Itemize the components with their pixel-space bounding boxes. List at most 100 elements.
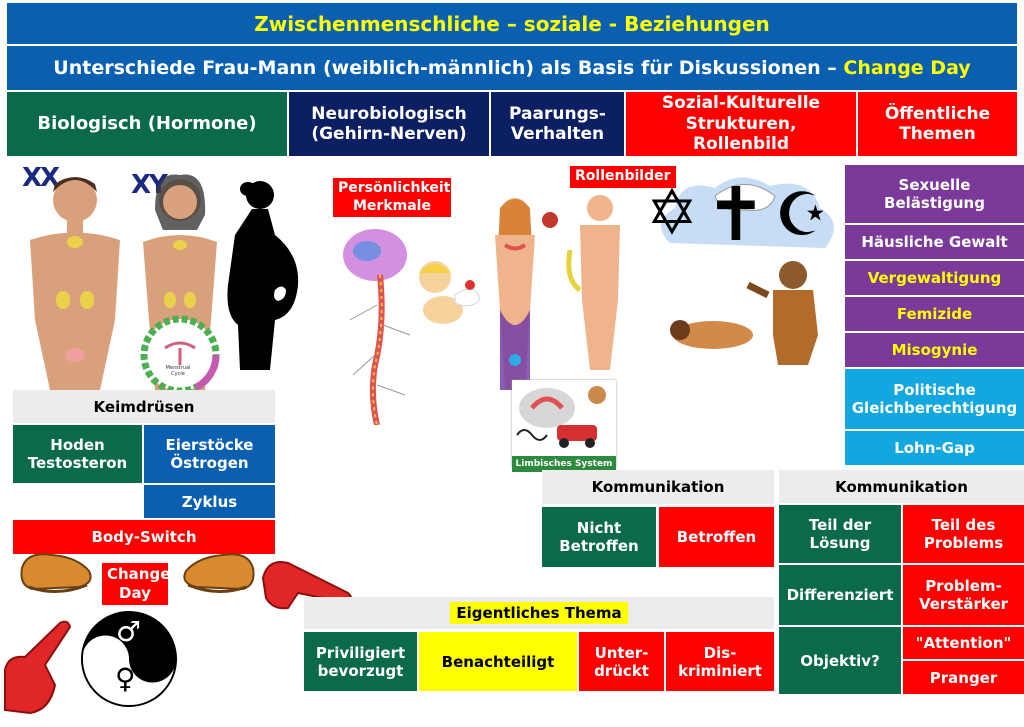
menstrual-cycle-label: Menstrual Cycle [165, 365, 191, 377]
problem-verstaerker-box: Problem-Verstärker [903, 565, 1024, 625]
public-topic-label: Vergewaltigung [867, 269, 1002, 287]
attention-box: "Attention" [903, 627, 1024, 659]
pregnant-silhouette-icon [227, 181, 299, 370]
nicht-betroffen-text: Nicht Betroffen [559, 519, 639, 555]
teil-der-loesung-box: Teil der Lösung [779, 505, 901, 563]
column-neurobiologisch-label: Neurobiologisch (Gehirn-Nerven) [311, 103, 467, 144]
change-day-label: Change Day [102, 563, 170, 605]
teil-der-loesung-text: Teil der Lösung [808, 516, 872, 552]
keimdruesen-header: Keimdrüsen [13, 390, 275, 423]
eigentliches-thema-header-text: Eigentliches Thema [450, 602, 628, 624]
limbic-system-illustration [516, 386, 606, 448]
subtitle-change-day: Change Day [843, 56, 971, 79]
column-sozial-kulturell-label: Sozial-Kulturelle Strukturen, Rollenbild [661, 93, 821, 155]
objektiv-box: Objektiv? [779, 627, 901, 694]
privilegiert-box: Priviligiert bevorzugt [304, 632, 417, 691]
public-topic-1: Häusliche Gewalt [845, 225, 1024, 259]
public-topic-0: Sexuelle Belästigung [845, 165, 1024, 223]
nicht-betroffen-box: Nicht Betroffen [542, 507, 656, 567]
body-switch-text: Body-Switch [91, 528, 197, 546]
column-neurobiologisch: Neurobiologisch (Gehirn-Nerven) [289, 92, 489, 156]
benachteiligt-text: Benachteiligt [441, 652, 555, 671]
body-switch-box: Body-Switch [13, 520, 275, 554]
benachteiligt-box: Benachteiligt [419, 632, 577, 691]
column-sozial-kulturell: Sozial-Kulturelle Strukturen, Rollenbild [626, 92, 856, 156]
eierstoecke-oestrogen-box: Eierstöcke Östrogen [144, 425, 275, 483]
female-symbol-icon: ♀ [115, 662, 136, 695]
public-topic-label: Femizide [896, 305, 973, 323]
public-topic-label: Sexuelle Belästigung [884, 176, 985, 212]
subtitle-text: Unterschiede Frau-Mann (weiblich-männlic… [53, 56, 971, 79]
cavemen-illustration [670, 261, 818, 365]
unterdrueckt-box: Unter-drückt [579, 632, 664, 691]
pranger-box: Pranger [903, 661, 1024, 694]
public-topic-label: Häusliche Gewalt [861, 233, 1008, 251]
public-topic-6: Lohn-Gap [845, 431, 1024, 465]
public-topic-4: Misogynie [845, 333, 1024, 367]
teil-des-problems-text: Teil des Problems [923, 516, 1004, 552]
adam-figure [542, 195, 620, 370]
column-biologisch: Biologisch (Hormone) [7, 92, 287, 156]
nervous-system-illustration [343, 229, 411, 425]
diskriminiert-box: Dis-kriminiert [666, 632, 774, 691]
menstrual-cycle-diagram [140, 315, 220, 390]
kommunikation-1-header: Kommunikation [542, 470, 774, 504]
rollenbilder-label: Rollenbilder [570, 166, 676, 188]
eigentliches-thema-header-bar: Eigentliches Thema [304, 597, 774, 629]
subtitle-bar: Unterschiede Frau-Mann (weiblich-männlic… [7, 46, 1017, 90]
persoenlichkeit-label: Persönlichkeits-Merkmale [333, 178, 465, 217]
objektiv-text: Objektiv? [800, 651, 880, 670]
unterdrueckt-text: Unter-drückt [594, 643, 649, 680]
adam-and-eve-illustration [495, 195, 620, 390]
main-title-text: Zwischenmenschliche – soziale - Beziehun… [254, 11, 770, 36]
cloud-background [661, 177, 834, 248]
teil-des-problems-box: Teil des Problems [903, 505, 1024, 563]
caveman-figure [746, 261, 818, 365]
star-of-david-icon: ✡ [646, 176, 698, 249]
zyklus-text: Zyklus [181, 492, 238, 511]
right-shoe-illustration [183, 553, 255, 593]
cross-icon: ✝ [705, 172, 768, 258]
dragged-woman-figure [670, 320, 753, 349]
public-topic-label: Politische Gleichberechtigung [851, 381, 1018, 417]
public-topic-label: Lohn-Gap [894, 439, 975, 457]
differenziert-text: Differenziert [786, 586, 894, 604]
pranger-text: Pranger [929, 668, 998, 687]
main-title: Zwischenmenschliche – soziale - Beziehun… [7, 3, 1017, 44]
public-topic-3: Femizide [845, 297, 1024, 331]
privilegiert-text: Priviligiert bevorzugt [315, 643, 406, 680]
eve-figure [495, 198, 535, 390]
betroffen-box: Betroffen [659, 507, 774, 567]
hoden-testosteron-box: Hoden Testosteron [13, 425, 142, 483]
diskriminiert-text: Dis-kriminiert [678, 643, 762, 680]
left-shoe-illustration [20, 553, 92, 593]
chromosome-xx-label: XX [22, 163, 60, 193]
kommunikation-1-header-text: Kommunikation [591, 478, 725, 496]
cupid-illustration [419, 261, 481, 324]
yin-yang-icon [80, 610, 178, 708]
column-oeffentliche-themen-label: Öffentliche Themen [884, 103, 991, 144]
eierstoecke-oestrogen-text: Eierstöcke Östrogen [165, 436, 254, 472]
crescent-icon: ☪ [775, 180, 829, 250]
column-paarungsverhalten-label: Paarungs-Verhalten [509, 103, 606, 144]
kommunikation-2-header-text: Kommunikation [835, 477, 968, 496]
limbic-system-label: Limbisches System [512, 456, 616, 472]
column-oeffentliche-themen: Öffentliche Themen [858, 92, 1017, 156]
public-topic-2: Vergewaltigung [845, 261, 1024, 295]
betroffen-text: Betroffen [676, 528, 757, 546]
hoden-testosteron-text: Hoden Testosteron [27, 436, 128, 472]
column-biologisch-label: Biologisch (Hormone) [37, 113, 257, 135]
limbic-system-card: Limbisches System [512, 380, 616, 472]
column-paarungsverhalten: Paarungs-Verhalten [491, 92, 624, 156]
attention-text: "Attention" [915, 634, 1012, 652]
male-symbol-icon: ♂ [116, 615, 142, 648]
differenziert-box: Differenziert [779, 565, 901, 625]
kommunikation-2-header: Kommunikation [779, 470, 1024, 503]
keimdruesen-header-text: Keimdrüsen [93, 397, 195, 416]
male-body-illustration [30, 177, 120, 390]
zyklus-box: Zyklus [144, 485, 275, 518]
public-topic-label: Misogynie [891, 341, 978, 359]
public-topic-5: Politische Gleichberechtigung [845, 369, 1024, 429]
problem-verstaerker-text: Problem-Verstärker [918, 577, 1009, 613]
pointing-hand-up-icon [4, 620, 72, 715]
